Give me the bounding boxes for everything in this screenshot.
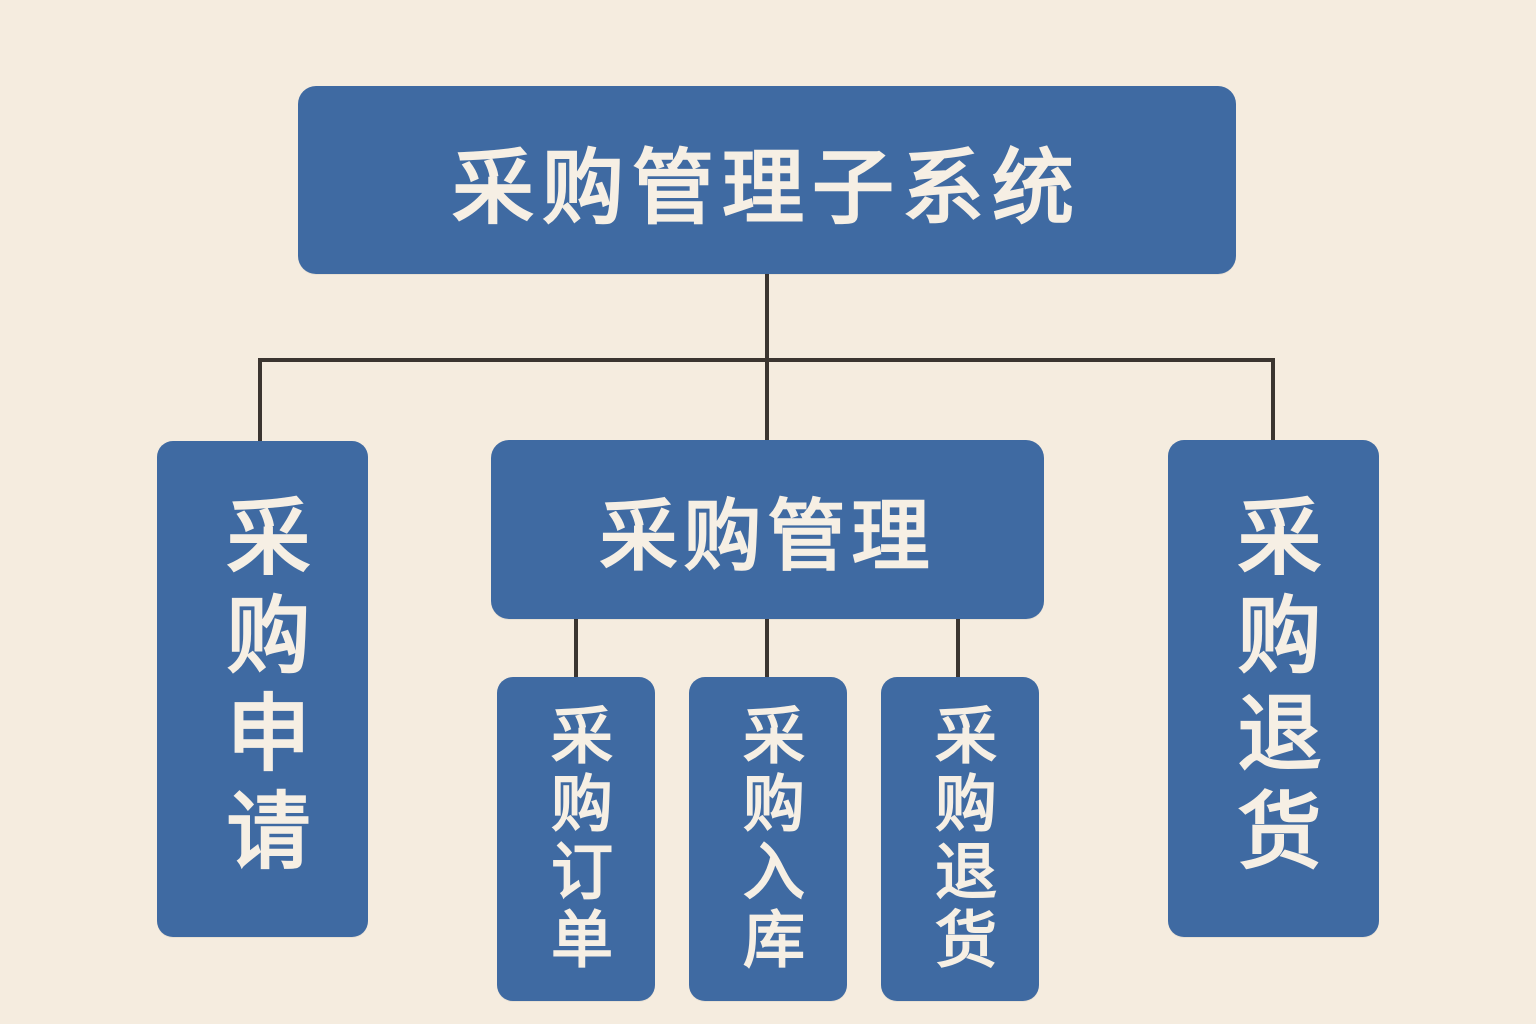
node-purchase-request-label: 采购申请 bbox=[213, 493, 311, 885]
node-purchase-request: 采购申请 bbox=[157, 441, 368, 937]
root-node-label: 采购管理子系统 bbox=[451, 140, 1082, 236]
node-purchase-stock-in-label: 采购入库 bbox=[732, 703, 805, 975]
node-procurement-management: 采购管理 bbox=[491, 440, 1044, 619]
node-purchase-return-main-label: 采购退货 bbox=[1224, 492, 1322, 885]
node-purchase-stock-in: 采购入库 bbox=[689, 677, 847, 1001]
node-purchase-return-sub-label: 采购退货 bbox=[924, 703, 997, 975]
node-purchase-order: 采购订单 bbox=[497, 677, 655, 1001]
node-purchase-order-label: 采购订单 bbox=[540, 703, 613, 975]
node-purchase-return-sub: 采购退货 bbox=[881, 677, 1039, 1001]
node-purchase-return-main: 采购退货 bbox=[1168, 440, 1379, 937]
node-procurement-management-label: 采购管理 bbox=[599, 491, 936, 582]
root-node-procurement-subsystem: 采购管理子系统 bbox=[298, 86, 1236, 274]
